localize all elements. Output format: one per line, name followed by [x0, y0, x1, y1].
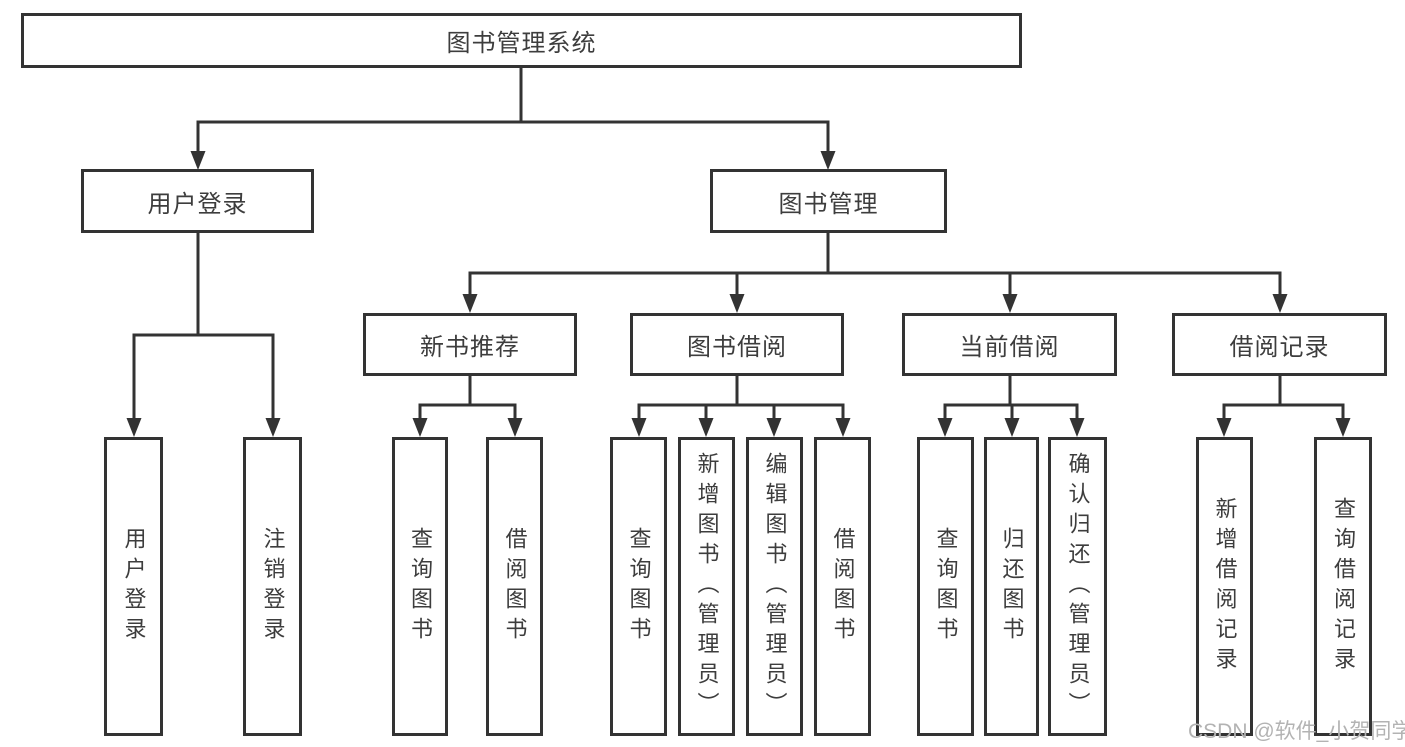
- leaf-logout: 注销登录: [243, 437, 302, 736]
- arrowhead: [820, 151, 836, 170]
- leaf-bookborrow-add: 新增图书（管理员）: [678, 437, 735, 736]
- leaf-label: 注销登录: [260, 526, 286, 647]
- node-new-book: 新书推荐: [363, 313, 577, 376]
- leaf-record-query: 查询借阅记录: [1314, 437, 1372, 736]
- csdn-watermark: CSDN @软件_小贺同学: [1188, 720, 1405, 743]
- node-root: 图书管理系统: [21, 13, 1022, 68]
- arrowhead: [631, 418, 647, 437]
- arrowhead: [507, 418, 523, 437]
- leaf-user-login: 用户登录: [104, 437, 163, 736]
- leaf-label: 编辑图书（管理员）: [762, 451, 788, 722]
- connector-userlogin-to-leaves: [132, 233, 275, 424]
- leaf-currentborrow-query: 查询图书: [917, 437, 974, 736]
- connector-bookmgmt-to-level3: [468, 233, 1282, 300]
- arrowhead: [1272, 294, 1288, 313]
- connector-borrowrecord-to-leaves: [1222, 376, 1345, 424]
- arrowhead: [729, 294, 745, 313]
- connector-bookborrow-to-leaves: [637, 376, 845, 424]
- leaf-record-add: 新增借阅记录: [1196, 437, 1253, 736]
- arrowhead: [1004, 418, 1020, 437]
- arrowhead: [412, 418, 428, 437]
- arrowhead: [835, 418, 851, 437]
- leaf-label: 确认归还（管理员）: [1065, 451, 1091, 722]
- arrowhead: [1002, 294, 1018, 313]
- connector-currentborrow-to-leaves: [943, 376, 1079, 424]
- arrowhead: [1216, 418, 1232, 437]
- leaf-label: 用户登录: [121, 526, 147, 647]
- leaf-label: 归还图书: [999, 526, 1025, 647]
- arrowhead: [937, 418, 953, 437]
- arrowhead: [462, 294, 478, 313]
- node-borrow-record: 借阅记录: [1172, 313, 1387, 376]
- connector-root-to-level2: [196, 68, 830, 158]
- arrowhead: [265, 418, 281, 437]
- leaf-newbook-query: 查询图书: [392, 437, 448, 736]
- arrowhead: [1335, 418, 1351, 437]
- leaf-label: 新增借阅记录: [1212, 496, 1238, 677]
- leaf-label: 借阅图书: [502, 526, 528, 647]
- arrowhead: [1069, 418, 1085, 437]
- node-book-borrow: 图书借阅: [630, 313, 844, 376]
- leaf-bookborrow-query: 查询图书: [610, 437, 667, 736]
- arrowhead: [190, 151, 206, 170]
- node-user-login: 用户登录: [81, 169, 314, 233]
- leaf-label: 查询图书: [408, 526, 433, 647]
- arrowhead: [698, 418, 714, 437]
- leaf-label: 新增图书（管理员）: [694, 451, 720, 722]
- node-current-borrow: 当前借阅: [902, 313, 1117, 376]
- node-book-management: 图书管理: [710, 169, 947, 233]
- leaf-currentborrow-return: 归还图书: [984, 437, 1039, 736]
- leaf-newbook-borrow: 借阅图书: [486, 437, 543, 736]
- leaf-label: 查询图书: [933, 526, 959, 647]
- arrowhead: [766, 418, 782, 437]
- leaf-label: 查询图书: [626, 526, 652, 647]
- arrowhead: [126, 418, 142, 437]
- arrowheads: [126, 151, 1351, 437]
- connector-newbook-to-leaves: [418, 376, 517, 424]
- leaf-label: 借阅图书: [830, 526, 856, 647]
- leaf-bookborrow-edit: 编辑图书（管理员）: [746, 437, 803, 736]
- leaf-bookborrow-borrow: 借阅图书: [814, 437, 871, 736]
- leaf-currentborrow-confirm: 确认归还（管理员）: [1048, 437, 1107, 736]
- leaf-label: 查询借阅记录: [1331, 496, 1356, 677]
